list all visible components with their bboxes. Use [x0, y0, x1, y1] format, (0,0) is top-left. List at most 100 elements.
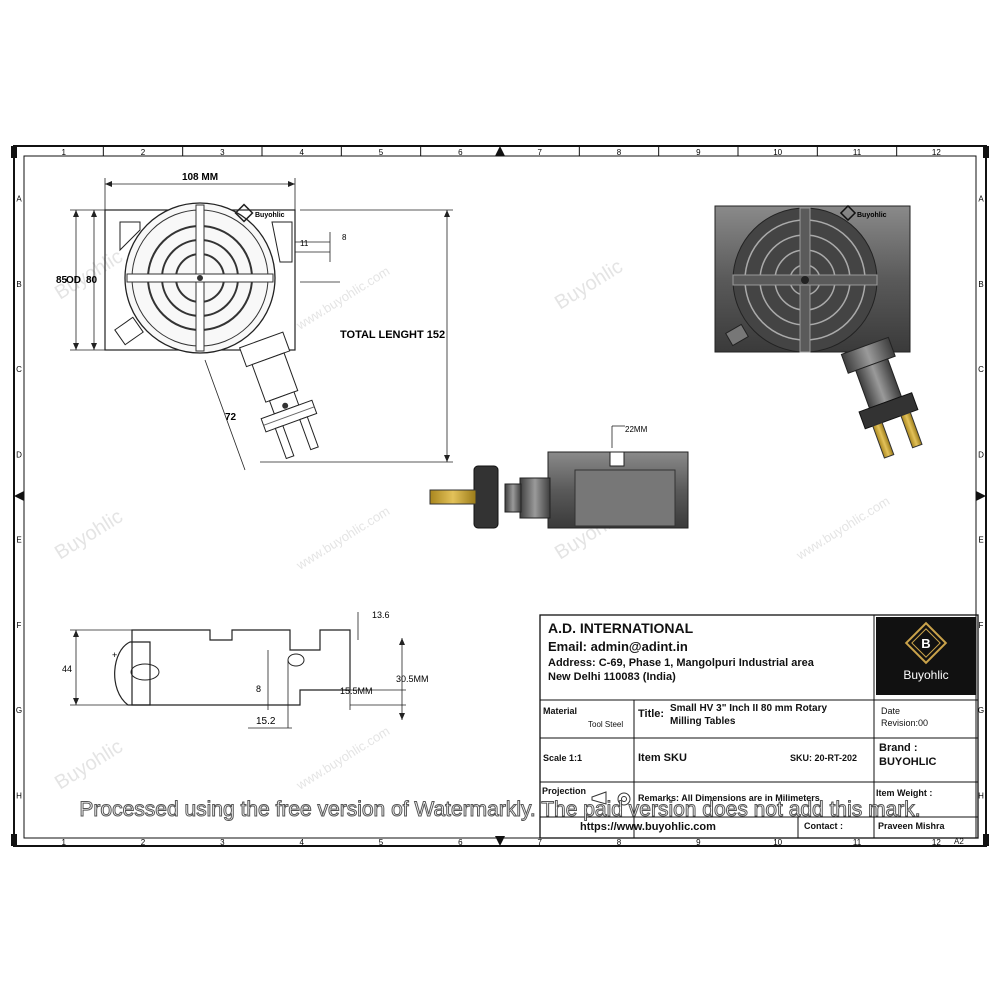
grid-column-label: 5 [379, 838, 384, 847]
dim-8-side: 8 [256, 684, 261, 694]
render-brand-mark: Buyohlic [857, 212, 887, 219]
render-top-view: Buyohlic [714, 204, 923, 459]
grid-row-label: D [978, 450, 984, 459]
scale: Scale 1:1 [543, 753, 583, 763]
dim-od-label: OD [66, 275, 81, 286]
grid-column-label: 7 [537, 838, 542, 847]
svg-text:Buyohlic: Buyohlic [255, 212, 285, 219]
dim-44: 44 [62, 664, 72, 674]
watermark-text: Buyohlic [551, 256, 627, 315]
dim-8-top: 8 [342, 233, 347, 242]
title-line-1: Small HV 3" Inch II 80 mm Rotary [670, 703, 828, 714]
grid-column-label: 9 [696, 838, 701, 847]
title-label: Title: [638, 708, 665, 720]
address-line-2: New Delhi 110083 (India) [548, 671, 676, 683]
grid-column-label: 1 [61, 838, 66, 847]
watermark-text: www.buyohlic.com [293, 723, 392, 793]
grid-row-label: B [978, 280, 983, 289]
top-view: Buyohlic 108 MM 85 OD [56, 172, 453, 471]
grid-column-label: 4 [299, 838, 304, 847]
grid-column-label: 6 [458, 838, 463, 847]
brand-mark-drawing: Buyohlic [234, 203, 285, 223]
watermark-text: www.buyohlic.com [293, 503, 392, 573]
dim-22: 22MM [625, 425, 648, 434]
dim-13-6: 13.6 [372, 610, 390, 620]
grid-row-label: G [16, 706, 22, 715]
grid-row-label: B [16, 280, 21, 289]
dim-108: 108 MM [182, 172, 218, 183]
grid-row-label: F [979, 621, 984, 630]
grid-column-label: 12 [932, 148, 941, 157]
grid-row-label: F [17, 621, 22, 630]
grid-column-label: 11 [853, 148, 862, 157]
watermark-text: Buyohlic [51, 506, 127, 565]
company-name: A.D. INTERNATIONAL [548, 620, 694, 636]
brand-value: BUYOHLIC [879, 756, 937, 768]
grid-row-label: H [16, 791, 22, 800]
remarks: Remarks: All Dimensions are in Milimeter… [638, 793, 820, 803]
grid-row-label: A [16, 195, 22, 204]
projection-label: Projection [542, 786, 587, 796]
grid-column-label: 4 [299, 148, 304, 157]
material-label: Material [543, 706, 578, 716]
date-label: Date [881, 706, 901, 716]
grid-row-label: E [978, 536, 983, 545]
company-logo: B Buyohlic [876, 617, 976, 695]
company-email: Email: admin@adint.in [548, 639, 688, 654]
watermark-text: www.buyohlic.com [793, 493, 892, 563]
title-block [539, 614, 979, 839]
dim-85: 85 [56, 275, 68, 286]
grid-column-label: 3 [220, 148, 225, 157]
website-link[interactable]: https://www.buyohlic.com [580, 821, 716, 833]
grid-column-label: 9 [696, 148, 701, 157]
sku-value: SKU: 20-RT-202 [790, 753, 858, 763]
watermark-text: www.buyohlic.com [293, 263, 392, 333]
grid-column-label: 10 [773, 148, 782, 157]
grid-column-label: 5 [379, 148, 384, 157]
grid-column-label: 10 [773, 838, 782, 847]
brand-label: Brand : [879, 742, 918, 754]
grid-column-label: 6 [458, 148, 463, 157]
item-weight: Item Weight : [876, 788, 933, 798]
grid-column-label: 7 [537, 148, 542, 157]
watermark-text: Buyohlic [51, 736, 127, 795]
contact-label: Contact : [804, 821, 843, 831]
grid-row-label: H [978, 791, 984, 800]
address-line-1: Address: C-69, Phase 1, Mangolpuri Indus… [548, 657, 814, 669]
grid-column-label: 3 [220, 838, 225, 847]
dim-15-5: 15.5MM [340, 686, 373, 696]
dim-total-length: TOTAL LENGHT 152 [340, 329, 445, 341]
dim-15-2: 15.2 [256, 716, 276, 727]
watermark-notice: Processed using the free version of Wate… [79, 798, 921, 822]
dim-30-5: 30.5MM [396, 674, 429, 684]
front-view: + 44 13.6 30.5MM 8 15.5MM 15.2 [62, 610, 429, 729]
contact-value: Praveen Mishra [878, 821, 945, 831]
revision: Revision:00 [881, 718, 929, 728]
grid-row-label: D [16, 450, 22, 459]
item-sku-label: Item SKU [638, 752, 687, 764]
grid-column-label: 11 [853, 838, 862, 847]
title-line-2: Milling Tables [670, 716, 736, 727]
svg-text:Buyohlic: Buyohlic [903, 668, 948, 682]
dim-80: 80 [86, 275, 98, 286]
render-side-view: 22MM [429, 425, 689, 529]
sheet-size: A2 [954, 837, 964, 846]
dim-11: 11 [300, 239, 309, 248]
grid-column-label: 8 [617, 148, 622, 157]
grid-column-label: 2 [141, 148, 146, 157]
grid-row-label: G [978, 706, 984, 715]
grid-row-label: E [16, 536, 21, 545]
grid-column-label: 8 [617, 838, 622, 847]
dim-72: 72 [225, 412, 237, 423]
grid-row-label: A [978, 195, 984, 204]
grid-column-label: 1 [61, 148, 66, 157]
grid-row-label: C [16, 365, 22, 374]
svg-text:B: B [921, 636, 930, 651]
grid-row-label: C [978, 365, 984, 374]
grid-column-label: 2 [141, 838, 146, 847]
projection-symbol [591, 791, 631, 806]
grid-column-label: 12 [932, 838, 941, 847]
svg-text:+: + [112, 650, 117, 660]
